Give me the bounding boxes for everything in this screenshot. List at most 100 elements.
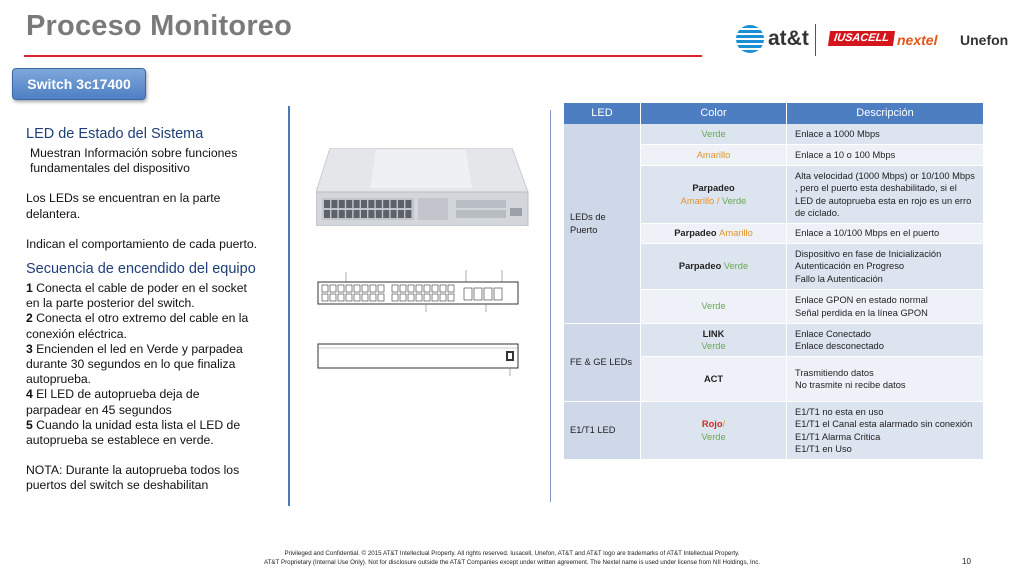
legal-footer: Privileged and Confidential. © 2015 AT&T… bbox=[263, 550, 761, 566]
port-icon bbox=[368, 200, 375, 208]
vertical-divider-left bbox=[288, 106, 290, 506]
port-icon bbox=[338, 210, 345, 218]
port-icon bbox=[391, 284, 399, 293]
port-icon bbox=[423, 293, 431, 302]
att-globe-icon bbox=[736, 25, 764, 53]
port-icon bbox=[447, 284, 455, 293]
port-icon bbox=[390, 210, 397, 218]
desc-cell: Enlace a 10/100 Mbps en el puerto bbox=[787, 224, 984, 244]
step-5: 5 Cuando la unidad esta lista el LED de … bbox=[26, 417, 241, 448]
port-icon bbox=[346, 200, 353, 208]
color-cell: Verde bbox=[641, 124, 787, 145]
led-group-e1t1: E1/T1 LED bbox=[564, 402, 641, 460]
desc-cell: Enlace Conectado Enlace desconectado bbox=[787, 324, 984, 357]
table-row: Amarillo Enlace a 10 o 100 Mbps bbox=[564, 145, 984, 166]
color-cell: Verde bbox=[641, 290, 787, 324]
paragraph-ubicacion: Los LEDs se encuentran en la parte delan… bbox=[26, 191, 221, 221]
desc-cell: Enlace a 1000 Mbps bbox=[787, 124, 984, 145]
port-icon bbox=[399, 284, 407, 293]
heading-led-estado: LED de Estado del Sistema bbox=[26, 126, 204, 142]
led-group-fe-ge: FE & GE LEDs bbox=[564, 324, 641, 402]
port-icon bbox=[353, 210, 360, 218]
port-icon bbox=[375, 200, 382, 208]
paragraph-comportamiento: Indican el comportamiento de cada puerto… bbox=[26, 236, 258, 251]
port-icon bbox=[324, 210, 330, 218]
port-icon bbox=[407, 284, 415, 293]
port-icon bbox=[353, 284, 361, 293]
vertical-divider-right bbox=[550, 110, 551, 502]
port-icon bbox=[377, 284, 385, 293]
port-icon bbox=[398, 210, 404, 218]
page-title: Proceso Monitoreo bbox=[26, 10, 293, 42]
desc-cell: E1/T1 no esta en uso E1/T1 el Canal esta… bbox=[787, 402, 984, 460]
color-cell: Rojo/ Verde bbox=[641, 402, 787, 460]
nextel-logo: nextel bbox=[897, 32, 938, 48]
table-row: E1/T1 LED Rojo/ Verde E1/T1 no esta en u… bbox=[564, 402, 984, 460]
port-icon bbox=[329, 284, 337, 293]
left-text-panel: LED de Estado del Sistema Muestran Infor… bbox=[26, 126, 258, 494]
port-icon bbox=[377, 293, 385, 302]
port-icon bbox=[346, 210, 353, 218]
page-number: 10 bbox=[962, 557, 971, 566]
header-color: Color bbox=[641, 103, 787, 124]
table-row: Parpadeo Verde Dispositivo en fase de In… bbox=[564, 244, 984, 290]
desc-cell: Enlace GPON en estado normal Señal perdi… bbox=[787, 290, 984, 324]
table-row: LEDs de Puerto Verde Enlace a 1000 Mbps bbox=[564, 124, 984, 324]
port-icon bbox=[407, 293, 415, 302]
sfp-port-icon bbox=[483, 287, 493, 301]
port-icon bbox=[405, 210, 412, 218]
sfp-port-icon bbox=[473, 287, 483, 301]
port-icon bbox=[391, 293, 399, 302]
port-icon bbox=[390, 200, 397, 208]
port-icon bbox=[447, 293, 455, 302]
port-icon bbox=[369, 293, 377, 302]
port-icon bbox=[353, 200, 360, 208]
port-icon bbox=[353, 293, 361, 302]
port-icon bbox=[337, 284, 345, 293]
port-icon bbox=[439, 284, 447, 293]
color-cell: LINK Verde bbox=[641, 324, 787, 357]
note: NOTA: Durante la autoprueba todos los pu… bbox=[26, 463, 240, 493]
switch-model-button[interactable]: Switch 3c17400 bbox=[12, 68, 146, 100]
table-row: Verde Enlace GPON en estado normal Señal… bbox=[564, 290, 984, 324]
port-icon bbox=[321, 284, 329, 293]
port-icon bbox=[431, 293, 439, 302]
table-row: Parpadeo Amarillo / Verde Alta velocidad… bbox=[564, 166, 984, 224]
port-icon bbox=[369, 284, 377, 293]
iusacell-logo: IUSACELL bbox=[827, 31, 896, 46]
port-icon bbox=[439, 293, 447, 302]
port-icon bbox=[415, 293, 423, 302]
table-header-row: LED Color Descripción bbox=[564, 103, 984, 124]
desc-cell: Alta velocidad (1000 Mbps) or 10/100 Mbp… bbox=[787, 166, 984, 224]
port-icon bbox=[383, 210, 390, 218]
sfp-port-icon bbox=[493, 287, 503, 301]
port-icon bbox=[383, 200, 390, 208]
color-cell: ACT bbox=[641, 357, 787, 402]
step-4: 4 El LED de autoprueba deja de parpadear… bbox=[26, 387, 200, 417]
color-cell: Parpadeo Amarillo / Verde bbox=[641, 166, 787, 224]
port-icon bbox=[398, 200, 404, 208]
port-icon bbox=[431, 284, 439, 293]
table-row: Parpadeo Amarillo Enlace a 10/100 Mbps e… bbox=[564, 224, 984, 244]
port-icon bbox=[415, 284, 423, 293]
switch-front-diagram bbox=[317, 270, 519, 312]
paragraph-funciones: Muestran Información sobre funciones fun… bbox=[30, 146, 238, 176]
port-icon bbox=[361, 210, 367, 218]
port-icon bbox=[368, 210, 375, 218]
port-icon bbox=[423, 284, 431, 293]
header-led: LED bbox=[564, 103, 641, 124]
port-icon bbox=[324, 200, 330, 208]
color-cell: Parpadeo Amarillo bbox=[641, 224, 787, 244]
led-group-puerto: LEDs de Puerto bbox=[564, 124, 641, 324]
switch-photo bbox=[316, 148, 529, 226]
port-icon bbox=[329, 293, 337, 302]
color-cell: Parpadeo Verde bbox=[641, 244, 787, 290]
port-icon bbox=[331, 210, 338, 218]
table-row: ACT Trasmitiendo datos No trasmite ni re… bbox=[564, 357, 984, 402]
port-icon bbox=[399, 293, 407, 302]
step-2: 2 Conecta el otro extremo del cable en l… bbox=[26, 311, 249, 341]
sfp-port-icon bbox=[463, 287, 473, 301]
title-divider bbox=[24, 55, 702, 57]
att-logo: at&t bbox=[768, 27, 809, 50]
desc-cell: Trasmitiendo datos No trasmite ni recibe… bbox=[787, 357, 984, 402]
